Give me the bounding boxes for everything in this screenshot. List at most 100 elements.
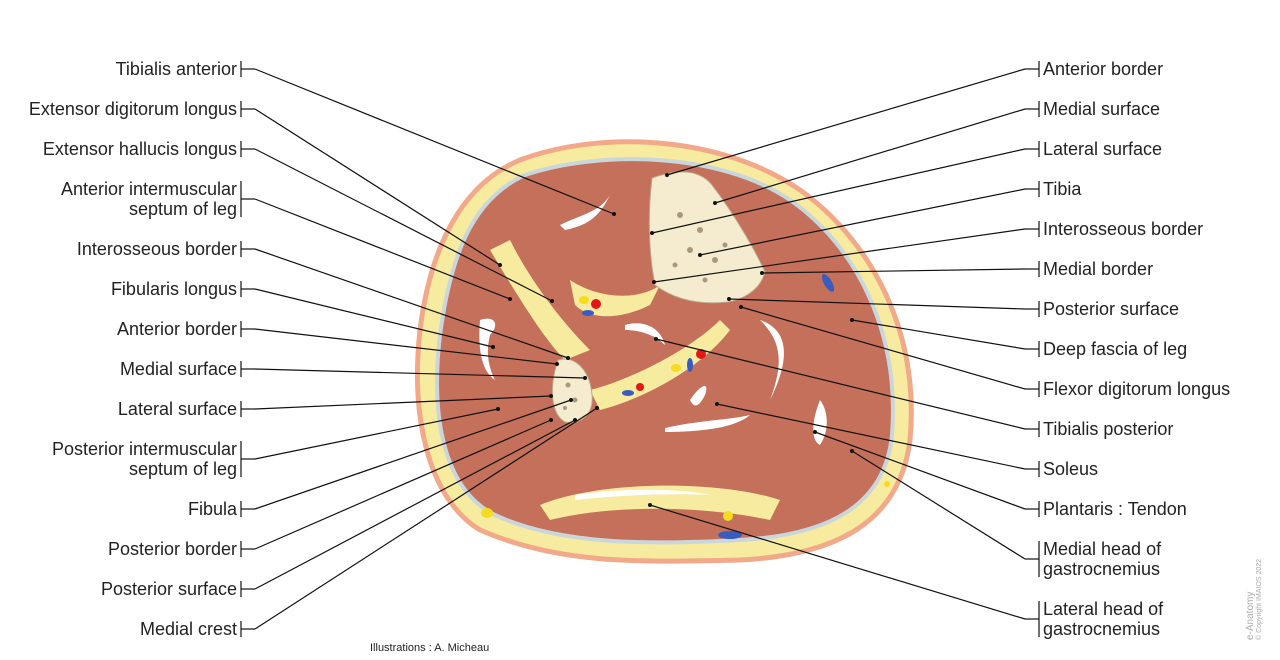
leader-line — [254, 108, 501, 266]
watermark-copyright: © Copyright IMAIOS 2022 — [1256, 558, 1263, 640]
vein — [821, 274, 835, 292]
left-label: Extensor digitorum longus — [28, 99, 237, 119]
leader-line — [254, 395, 552, 410]
leader-endpoint — [665, 173, 669, 177]
leader-line — [716, 403, 1026, 470]
nerve — [884, 481, 890, 487]
vein — [718, 531, 742, 539]
leader-endpoint — [654, 337, 658, 341]
watermark-brand: e-Anatomy — [1245, 591, 1256, 640]
leader-line — [254, 399, 572, 510]
leader-line — [655, 338, 1026, 430]
right-label: Anterior border — [1043, 59, 1164, 79]
leader-endpoint — [508, 297, 512, 301]
right-label: Soleus — [1043, 459, 1099, 479]
leader-line — [728, 298, 1026, 310]
leader-endpoint — [715, 402, 719, 406]
right-label: Flexor digitorum longus — [1043, 379, 1231, 399]
leader-endpoint — [727, 297, 731, 301]
leader-endpoint — [739, 305, 743, 309]
leader-line — [254, 419, 552, 550]
left-label: Medial surface — [119, 359, 237, 379]
tendon-streaks — [479, 195, 827, 500]
leader-endpoint — [595, 406, 599, 410]
leader-line — [254, 148, 553, 302]
leader-endpoint — [652, 280, 656, 284]
leader-line — [653, 228, 1026, 283]
leader-endpoint — [550, 299, 554, 303]
right-label: Deep fascia of leg — [1043, 339, 1188, 359]
left-label: Anterior intermuscular septum of leg — [60, 179, 237, 219]
leader-endpoint — [491, 345, 495, 349]
vein — [582, 310, 594, 316]
left-label: Extensor hallucis longus — [42, 139, 237, 159]
leader-endpoint — [498, 263, 502, 267]
leader-line — [814, 431, 1026, 510]
leader-endpoint — [713, 201, 717, 205]
right-label: Medial border — [1043, 259, 1154, 279]
leader-line — [254, 419, 576, 590]
artery — [696, 349, 706, 359]
vein — [622, 390, 634, 396]
right-label: Lateral surface — [1043, 139, 1163, 159]
leader-line — [254, 198, 511, 300]
leader-line — [714, 108, 1026, 204]
nerve — [579, 296, 589, 304]
fibula — [551, 358, 593, 424]
left-label: Anterior border — [116, 319, 237, 339]
leader-endpoint — [549, 418, 553, 422]
left-label: Interosseous border — [76, 239, 237, 259]
leader-endpoint — [496, 407, 500, 411]
leader-line — [851, 319, 1026, 350]
right-label: Plantaris : Tendon — [1043, 499, 1187, 519]
leader-line — [761, 268, 1026, 274]
leader-endpoint — [813, 430, 817, 434]
leader-endpoint — [583, 376, 587, 380]
right-label: Lateral head of gastrocnemius — [1043, 599, 1164, 639]
leader-endpoint — [569, 398, 573, 402]
leader-line — [254, 248, 569, 359]
leader-endpoint — [760, 271, 764, 275]
leader-endpoint — [612, 212, 616, 216]
leg-cross-section — [415, 139, 914, 564]
nerve — [481, 508, 493, 518]
right-label: Medial surface — [1043, 99, 1161, 119]
right-label: Interosseous border — [1043, 219, 1204, 239]
left-label: Fibularis longus — [110, 279, 237, 299]
leader-line — [254, 328, 558, 365]
watermark: e-Anatomy © Copyright IMAIOS 2022 — [1245, 559, 1263, 640]
right-label: Tibialis posterior — [1043, 419, 1174, 439]
nerve — [723, 511, 733, 521]
leader-endpoint — [648, 503, 652, 507]
left-label: Medial crest — [139, 619, 237, 639]
leader-line — [666, 68, 1026, 176]
leader-line — [254, 408, 499, 460]
leader-line — [649, 504, 1026, 620]
artery — [636, 383, 644, 391]
left-label: Tibialis anterior — [115, 59, 237, 79]
leader-line — [254, 407, 598, 630]
leader-lines — [240, 61, 1040, 637]
leader-line — [651, 148, 1026, 234]
right-label: Posterior surface — [1043, 299, 1180, 319]
fat-posterior — [590, 320, 730, 410]
leader-endpoint — [850, 318, 854, 322]
leader-endpoint — [698, 253, 702, 257]
leader-endpoint — [850, 449, 854, 453]
leader-line — [851, 450, 1026, 560]
leader-endpoint — [650, 231, 654, 235]
bone-marrow-dots — [563, 212, 728, 410]
artery — [591, 299, 601, 309]
leader-line — [254, 68, 615, 215]
vessels — [481, 274, 890, 539]
illustration-credit: Illustrations : A. Micheau — [370, 642, 490, 654]
left-label: Posterior surface — [100, 579, 237, 599]
leader-endpoint — [566, 356, 570, 360]
vein — [687, 358, 693, 372]
left-label: Posterior border — [107, 539, 237, 559]
leader-endpoint — [549, 394, 553, 398]
right-label: Tibia — [1043, 179, 1082, 199]
right-label: Medial head of gastrocnemius — [1043, 539, 1162, 579]
leader-line — [254, 288, 494, 348]
